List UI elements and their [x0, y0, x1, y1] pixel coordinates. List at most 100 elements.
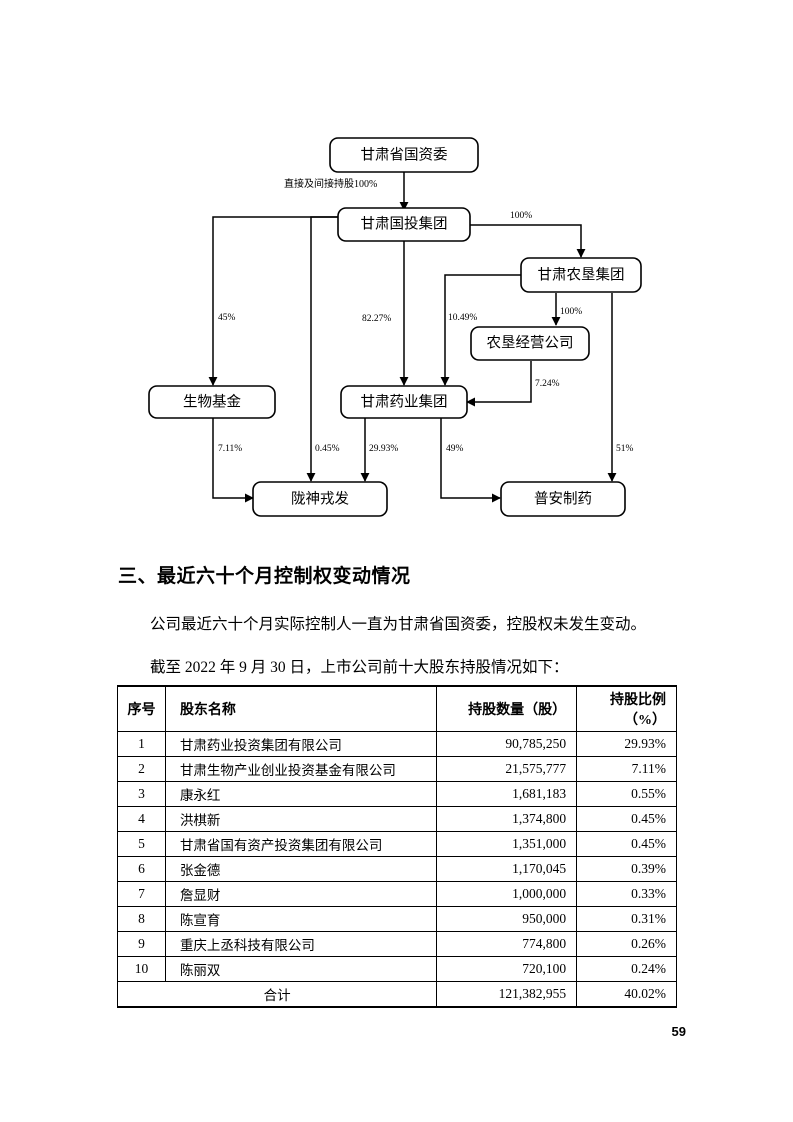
column-header-index: 序号: [117, 685, 166, 732]
edge-label-nongken-puan: 51%: [616, 444, 634, 454]
node-nongken: 甘肃农垦集团: [520, 257, 642, 293]
cell-percent: 0.26%: [576, 931, 677, 957]
cell-percent: 0.45%: [576, 831, 677, 857]
paragraph-top-holders-intro: 截至 2022 年 9 月 30 日，上市公司前十大股东持股情况如下：: [150, 659, 569, 676]
cell-percent: 0.33%: [576, 881, 677, 907]
node-label-longshen: 陇神戎发: [291, 490, 349, 507]
cell-index: 2: [117, 756, 166, 782]
cell-index: 5: [117, 831, 166, 857]
ownership-structure-diagram: 甘肃省国资委 甘肃国投集团 甘肃农垦集团 农垦经营公司 生物基金 甘肃药业集团: [0, 100, 793, 540]
column-header-quantity: 持股数量（股）: [436, 685, 578, 732]
table-row: 3 康永红 1,681,183 0.55%: [117, 781, 677, 807]
cell-quantity: 21,575,777: [436, 756, 578, 782]
section-heading: 三、最近六十个月控制权变动情况: [118, 566, 411, 587]
page-number: 59: [671, 1024, 686, 1039]
table-row: 9 重庆上丞科技有限公司 774,800 0.26%: [117, 931, 677, 957]
edge-label-nongken-nkjy: 100%: [560, 307, 582, 317]
node-nkjy: 农垦经营公司: [470, 326, 590, 361]
node-longshen: 陇神戎发: [252, 481, 388, 517]
table-row: 1 甘肃药业投资集团有限公司 90,785,250 29.93%: [117, 731, 677, 757]
table-row: 10 陈丽双 720,100 0.24%: [117, 956, 677, 982]
table-row: 8 陈宣育 950,000 0.31%: [117, 906, 677, 932]
cell-index: 4: [117, 806, 166, 832]
edge-label-nkjy-yaoye: 7.24%: [535, 379, 560, 389]
cell-name: 甘肃生物产业创业投资基金有限公司: [164, 756, 438, 782]
node-sasac: 甘肃省国资委: [329, 137, 479, 173]
edge-nkjy-yaoye: [466, 361, 532, 407]
table-row: 7 詹显财 1,000,000 0.33%: [117, 881, 677, 907]
cell-quantity: 1,351,000: [436, 831, 578, 857]
cell-index: 3: [117, 781, 166, 807]
cell-quantity: 720,100: [436, 956, 578, 982]
cell-percent: 7.11%: [576, 756, 677, 782]
cell-percent: 0.39%: [576, 856, 677, 882]
node-label-biofund: 生物基金: [183, 393, 241, 410]
table-header-row: 序号 股东名称 持股数量（股） 持股比例（%）: [117, 685, 677, 732]
cell-name: 张金德: [164, 856, 438, 882]
cell-quantity: 1,170,045: [436, 856, 578, 882]
edge-label-gtgroup-biofund: 45%: [218, 313, 236, 323]
edge-label-yaoye-puan: 49%: [446, 444, 464, 454]
edge-label-gtgroup-longshen: 0.45%: [315, 444, 340, 454]
edge-biofund-longshen: [212, 417, 254, 503]
cell-quantity: 1,374,800: [436, 806, 578, 832]
cell-index: 8: [117, 906, 166, 932]
cell-percent: 29.93%: [576, 731, 677, 757]
cell-name: 康永红: [164, 781, 438, 807]
node-label-yaoye: 甘肃药业集团: [361, 393, 448, 410]
node-label-nkjy: 农垦经营公司: [487, 334, 574, 351]
cell-index: 9: [117, 931, 166, 957]
cell-quantity: 90,785,250: [436, 731, 578, 757]
top-shareholders-table: 序号 股东名称 持股数量（股） 持股比例（%） 1 甘肃药业投资集团有限公司 9…: [116, 685, 677, 1008]
edge-label-nongken-yaoye: 10.49%: [448, 313, 477, 323]
node-label-nongken: 甘肃农垦集团: [538, 266, 625, 283]
node-gtgroup: 甘肃国投集团: [337, 207, 471, 242]
cell-index: 1: [117, 731, 166, 757]
edge-nongken-yaoye: [440, 274, 525, 386]
edge-label-yaoye-longshen: 29.93%: [369, 444, 398, 454]
cell-total-percent: 40.02%: [576, 981, 677, 1008]
cell-name: 洪棋新: [164, 806, 438, 832]
cell-index: 10: [117, 956, 166, 982]
column-header-percent: 持股比例（%）: [576, 685, 677, 732]
cell-index: 7: [117, 881, 166, 907]
table-row: 4 洪棋新 1,374,800 0.45%: [117, 806, 677, 832]
cell-name: 詹显财: [164, 881, 438, 907]
node-label-gtgroup: 甘肃国投集团: [361, 215, 448, 232]
cell-name: 甘肃省国有资产投资集团有限公司: [164, 831, 438, 857]
node-label-puan: 普安制药: [534, 490, 592, 507]
cell-percent: 0.45%: [576, 806, 677, 832]
cell-quantity: 950,000: [436, 906, 578, 932]
cell-percent: 0.55%: [576, 781, 677, 807]
cell-name: 甘肃药业投资集团有限公司: [164, 731, 438, 757]
table-row: 6 张金德 1,170,045 0.39%: [117, 856, 677, 882]
node-label-sasac: 甘肃省国资委: [361, 146, 448, 163]
edge-gtgroup-biofund: [208, 216, 338, 386]
cell-index: 6: [117, 856, 166, 882]
edge-label-gtgroup-yaoye: 82.27%: [362, 314, 391, 324]
column-header-name: 股东名称: [164, 685, 438, 732]
cell-percent: 0.24%: [576, 956, 677, 982]
cell-quantity: 1,000,000: [436, 881, 578, 907]
table-row: 5 甘肃省国有资产投资集团有限公司 1,351,000 0.45%: [117, 831, 677, 857]
edge-gtgroup-nongken: [470, 224, 586, 258]
cell-total-label: 合计: [116, 981, 438, 1008]
edge-label-sasac-gtgroup: 直接及间接持股100%: [284, 177, 377, 190]
cell-name: 重庆上丞科技有限公司: [164, 931, 438, 957]
node-biofund: 生物基金: [148, 385, 276, 419]
cell-percent: 0.31%: [576, 906, 677, 932]
edge-label-gtgroup-nongken: 100%: [510, 211, 532, 221]
edge-label-biofund-longshen: 7.11%: [218, 444, 242, 454]
table-row: 2 甘肃生物产业创业投资基金有限公司 21,575,777 7.11%: [117, 756, 677, 782]
edge-yaoye-puan: [440, 417, 501, 503]
paragraph-control-change: 公司最近六十个月实际控制人一直为甘肃省国资委，控股权未发生变动。: [150, 616, 647, 633]
cell-total-quantity: 121,382,955: [436, 981, 578, 1008]
cell-name: 陈宣育: [164, 906, 438, 932]
cell-quantity: 1,681,183: [436, 781, 578, 807]
edge-gtgroup-longshen: [306, 216, 338, 482]
cell-name: 陈丽双: [164, 956, 438, 982]
cell-quantity: 774,800: [436, 931, 578, 957]
node-puan: 普安制药: [500, 481, 626, 517]
table-total-row: 合计 121,382,955 40.02%: [116, 981, 677, 1008]
